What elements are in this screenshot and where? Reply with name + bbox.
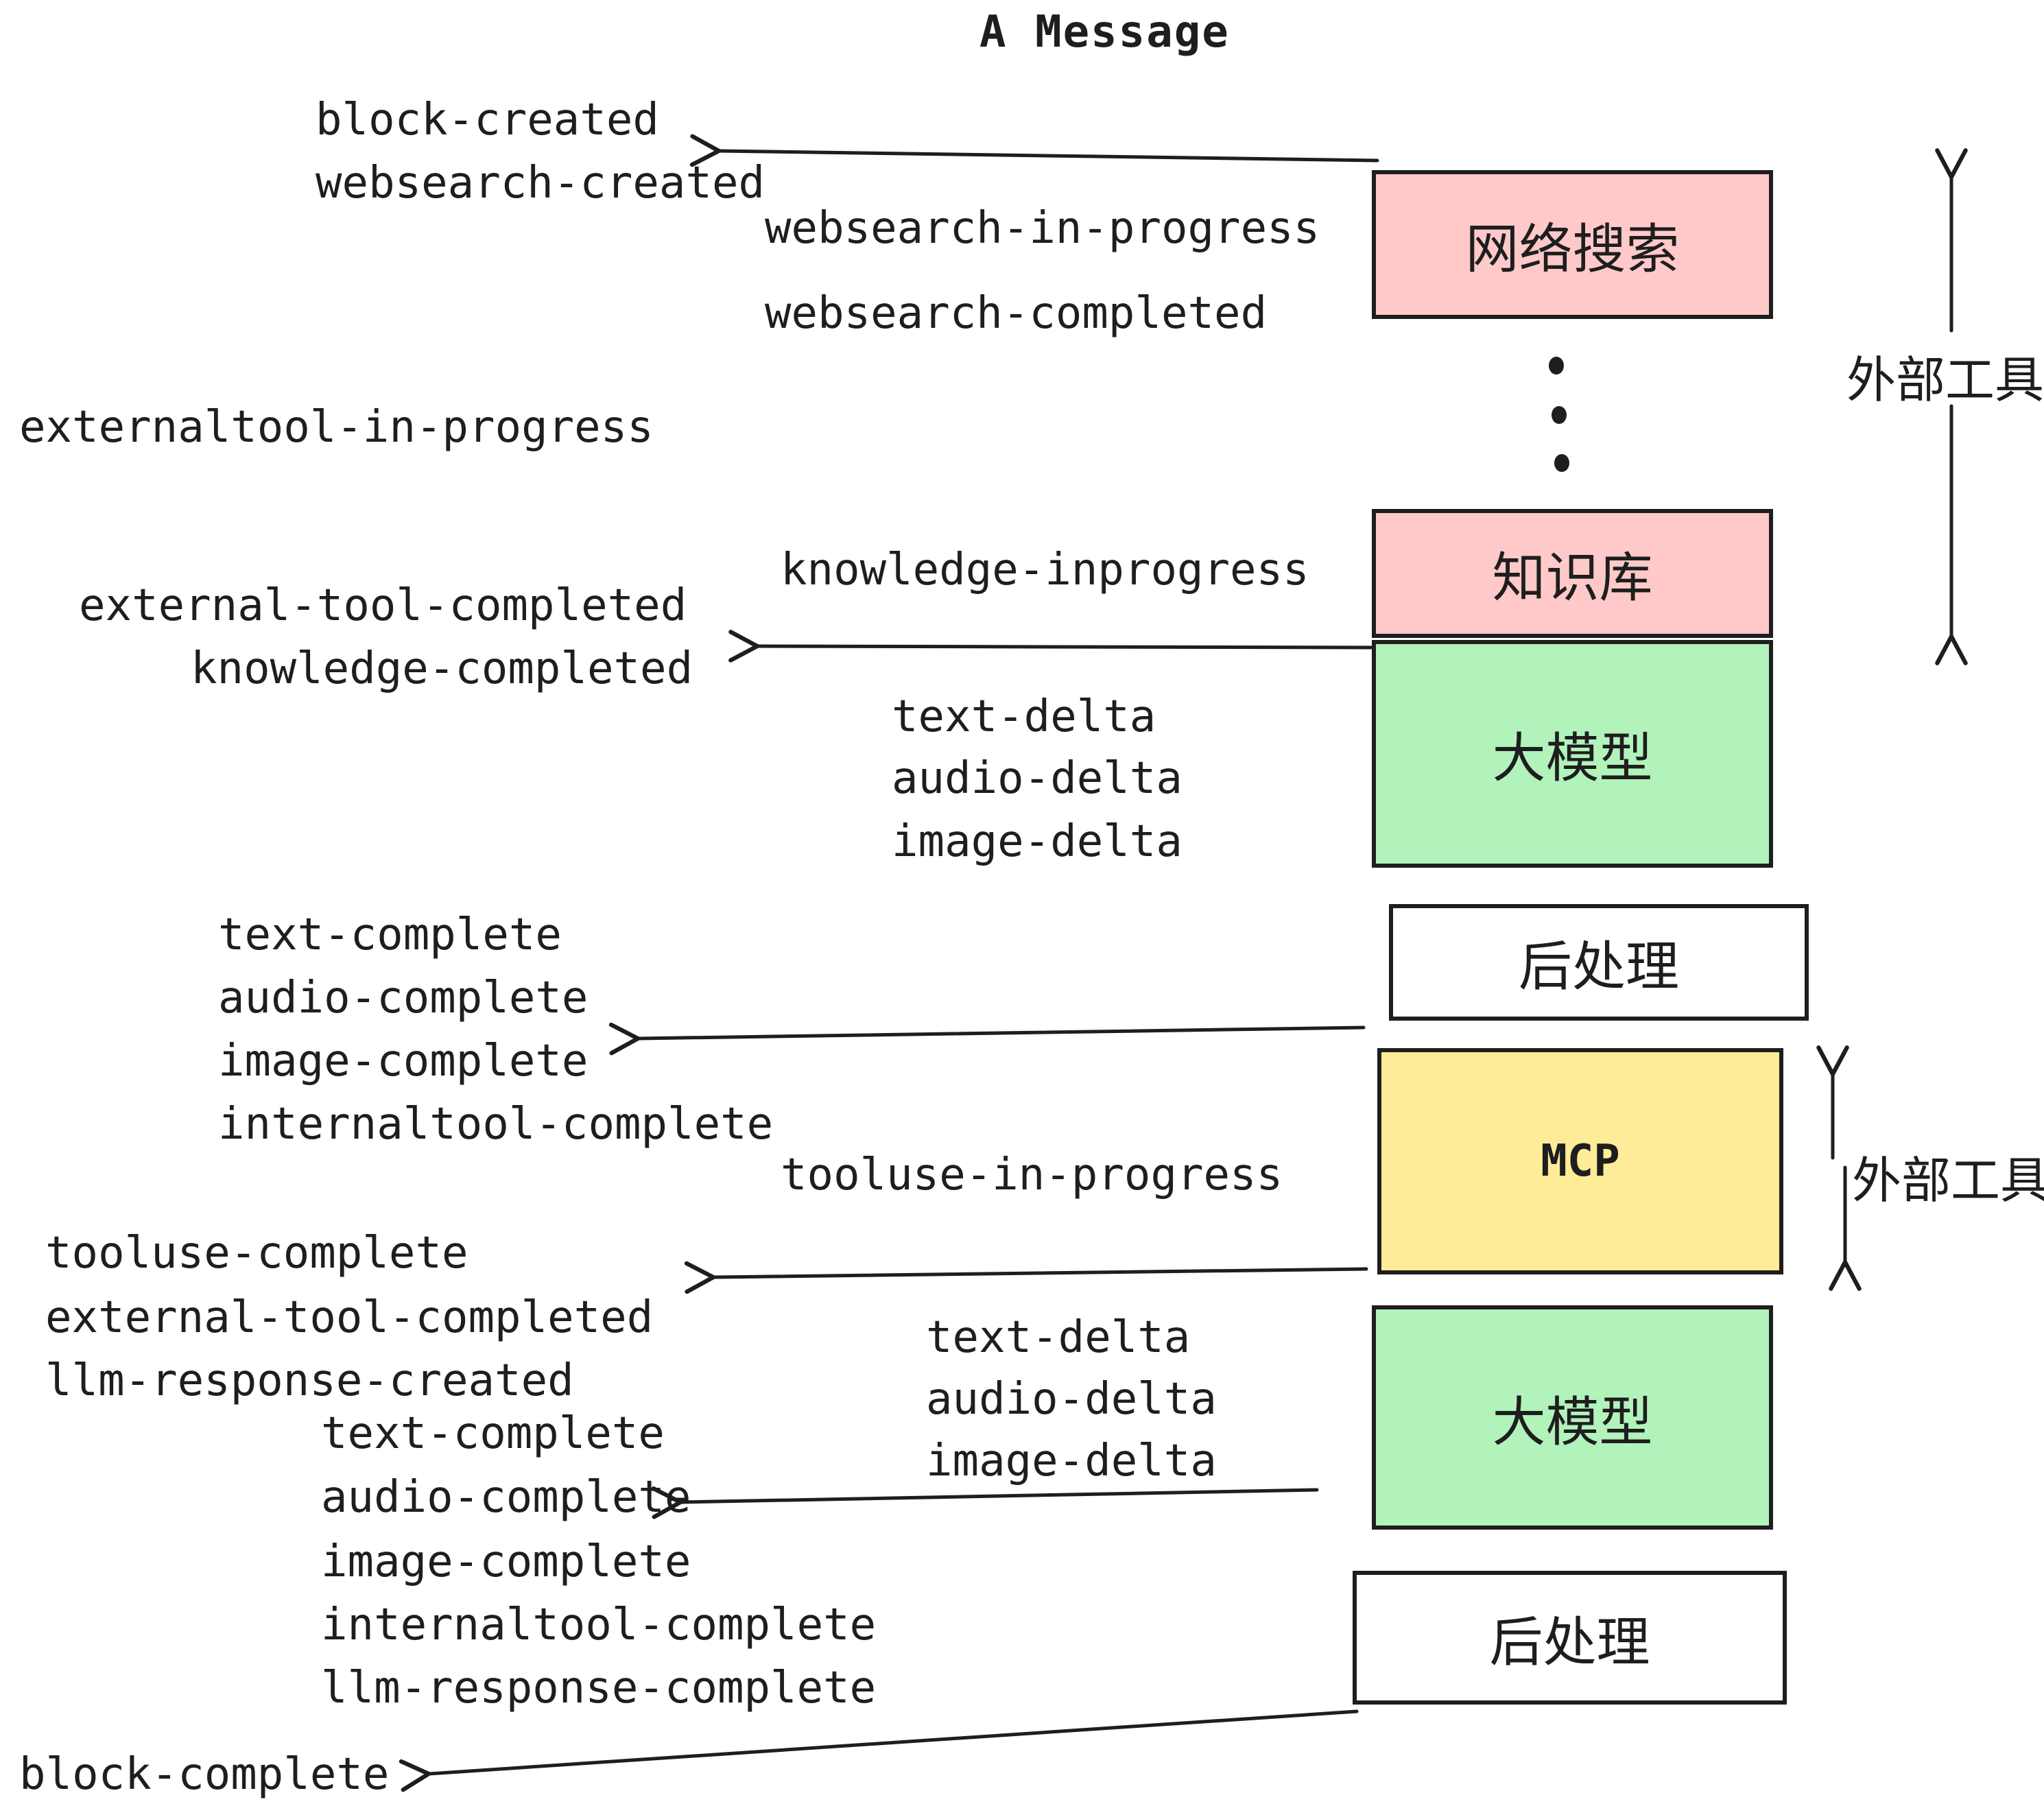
box-postprocess-2: 后处理 [1353,1571,1787,1705]
arrow-websearch-created [689,134,1379,167]
arrow-tooluse-complete [684,1261,1368,1294]
event-image-delta: image-delta [892,816,1183,867]
box-websearch-label: 网络搜索 [1465,218,1680,279]
box-knowledge: 知识库 [1372,509,1773,638]
vertical-ellipsis-dot [1552,406,1567,424]
box-llm-2-label: 大模型 [1492,1391,1653,1452]
event-image-delta-2: image-delta [926,1436,1217,1486]
external-tools-label-bottom: 外部工具 [1852,1154,2044,1209]
arrow-internal-complete [608,1022,1366,1056]
event-text-complete-2: text-complete [321,1408,665,1459]
box-postprocess-1-label: 后处理 [1518,936,1679,997]
box-websearch: 网络搜索 [1372,170,1773,319]
box-mcp: MCP [1377,1048,1783,1274]
event-externaltool-in-progress: externaltool-in-progress [19,402,654,453]
event-image-complete-2: image-complete [321,1536,691,1587]
event-websearch-in-progress: websearch-in-progress [765,203,1320,254]
event-tooluse-in-progress: tooluse-in-progress [781,1150,1283,1200]
box-llm-1: 大模型 [1372,640,1773,868]
event-audio-complete-2: audio-complete [321,1472,691,1523]
event-block-created: block-created [316,95,659,145]
event-external-tool-completed: external-tool-completed [79,580,687,631]
vertical-ellipsis-dot [1549,357,1564,375]
event-external-tool-completed-2: external-tool-completed [45,1292,654,1343]
box-postprocess-1: 后处理 [1389,904,1809,1021]
box-mcp-label: MCP [1541,1136,1620,1187]
diagram-title: A Message [979,7,1230,58]
external-tools-label-top: 外部工具 [1846,353,2044,408]
event-audio-delta-2: audio-delta [926,1374,1217,1425]
arrow-knowledge-completed [728,630,1373,663]
event-internaltool-complete-2: internaltool-complete [321,1600,877,1650]
event-audio-complete: audio-complete [218,973,589,1023]
event-block-complete: block-complete [19,1749,390,1800]
event-image-complete: image-complete [218,1036,589,1087]
box-postprocess-2-label: 后处理 [1489,1611,1650,1672]
event-audio-delta: audio-delta [892,753,1183,804]
event-text-delta-2: text-delta [926,1312,1191,1363]
event-text-delta: text-delta [892,691,1156,742]
arrow-block-complete [399,1709,1359,1792]
event-tooluse-complete: tooluse-complete [45,1228,468,1279]
event-llm-response-complete: llm-response-complete [321,1663,877,1713]
event-text-complete: text-complete [218,910,562,960]
event-knowledge-inprogress: knowledge-inprogress [781,545,1309,595]
box-llm-1-label: 大模型 [1492,728,1653,788]
arrow-llm2-complete [651,1486,1319,1519]
event-websearch-created: websearch-created [316,158,765,209]
box-llm-2: 大模型 [1372,1305,1773,1530]
vertical-ellipsis-dot [1554,454,1569,472]
event-knowledge-completed: knowledge-completed [191,643,693,694]
event-internaltool-complete: internaltool-complete [218,1099,774,1150]
event-websearch-completed: websearch-completed [765,288,1268,339]
box-knowledge-label: 知识库 [1492,547,1653,608]
event-llm-response-created: llm-response-created [45,1355,574,1406]
